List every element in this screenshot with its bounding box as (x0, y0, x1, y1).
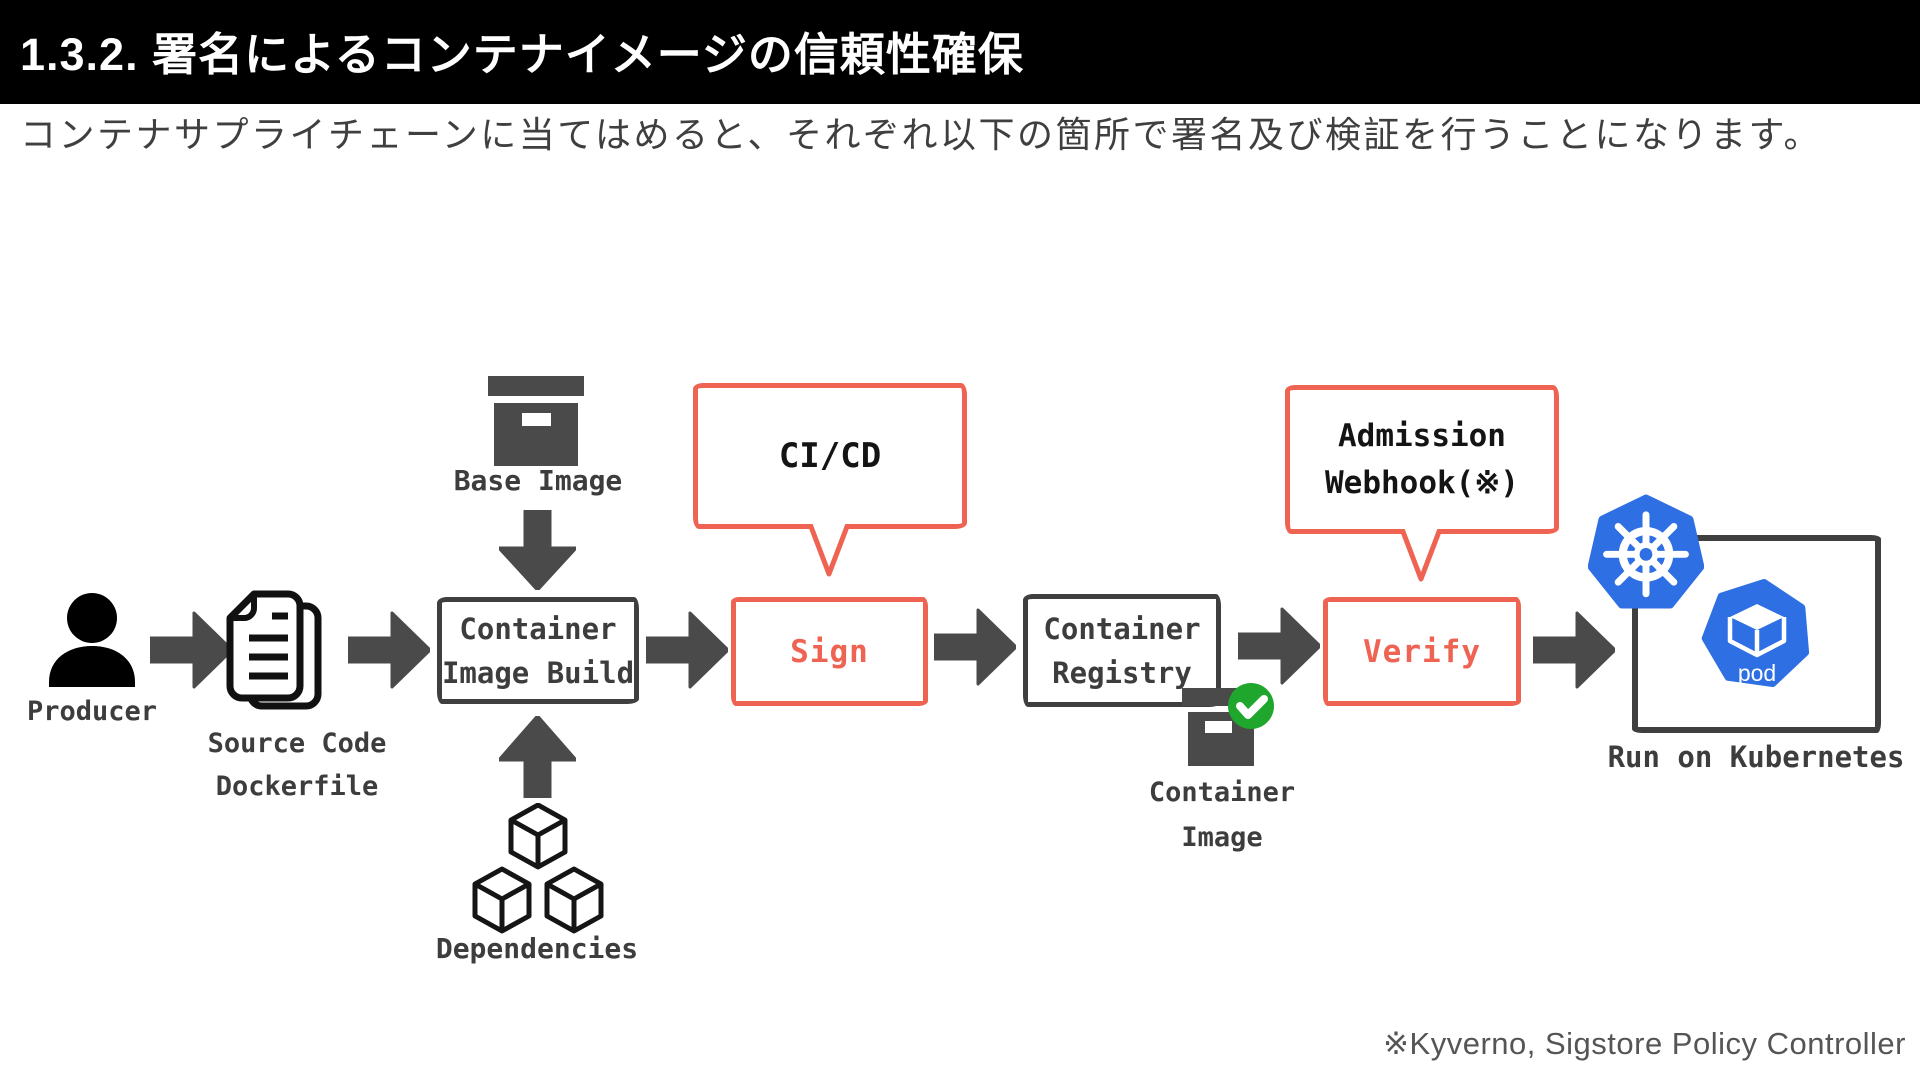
source-code-label: Source Code Dockerfile (177, 722, 417, 808)
admission-line1: Admission (1338, 417, 1506, 454)
page-title: 1.3.2. 署名によるコンテナイメージの信頼性確保 (20, 29, 1024, 80)
registry-line2: Registry (1052, 655, 1192, 690)
person-icon (49, 593, 135, 687)
sign-label: Sign (790, 633, 869, 670)
archive-box-icon (488, 376, 584, 466)
title-bar (0, 0, 1920, 104)
cubes-icon (472, 803, 604, 934)
flow-arrow-right-icon (150, 611, 232, 689)
documents-icon (226, 590, 322, 710)
cicd-label: CI/CD (778, 435, 882, 476)
producer-label: Producer (26, 696, 158, 727)
build-line1: Container (459, 611, 617, 646)
container-image-line1: Container (1148, 777, 1296, 808)
pod-cube-icon (1701, 579, 1810, 687)
admission-webhook-bubble: Admission Webhook(※) (1285, 385, 1559, 534)
source-code-line1: Source Code (207, 728, 387, 759)
verify-label: Verify (1363, 633, 1481, 670)
build-box: Container Image Build (437, 597, 639, 704)
sign-box: Sign (731, 597, 928, 706)
registry-box: Container Registry (1023, 594, 1221, 707)
kubernetes-wheel-icon (1588, 494, 1704, 609)
verify-box: Verify (1323, 597, 1521, 706)
subtitle-text: コンテナサプライチェーンに当てはめると、それぞれ以下の箇所で署名及び検証を行うこ… (20, 114, 1822, 155)
flow-arrow-right-icon (646, 611, 728, 689)
flow-arrow-right-icon (1533, 611, 1615, 689)
check-circle-icon (1228, 683, 1274, 729)
base-image-label: Base Image (453, 464, 623, 497)
run-on-kubernetes-label: Run on Kubernetes (1607, 740, 1905, 774)
flow-arrow-up-icon (499, 716, 576, 798)
pod-label: pod (1737, 660, 1777, 686)
flow-arrow-right-icon (1238, 607, 1320, 685)
flow-arrow-right-icon (934, 608, 1016, 686)
bubble-tail-icon (807, 524, 851, 577)
container-image-label: Container Image (1122, 770, 1322, 860)
flow-arrow-right-icon (348, 611, 430, 689)
admission-line2: Webhook(※) (1325, 464, 1519, 501)
build-line2: Image Build (441, 655, 635, 690)
container-image-line2: Image (1181, 822, 1263, 853)
source-code-line2: Dockerfile (215, 771, 379, 802)
bubble-tail-icon (1399, 529, 1443, 582)
registry-line1: Container (1043, 611, 1201, 646)
cicd-bubble: CI/CD (693, 383, 967, 529)
signed-container-image-icon (1182, 683, 1274, 766)
footnote: ※Kyverno, Sigstore Policy Controller (1383, 1026, 1906, 1061)
flow-arrow-down-icon (499, 510, 576, 590)
dependencies-label: Dependencies (435, 932, 639, 965)
